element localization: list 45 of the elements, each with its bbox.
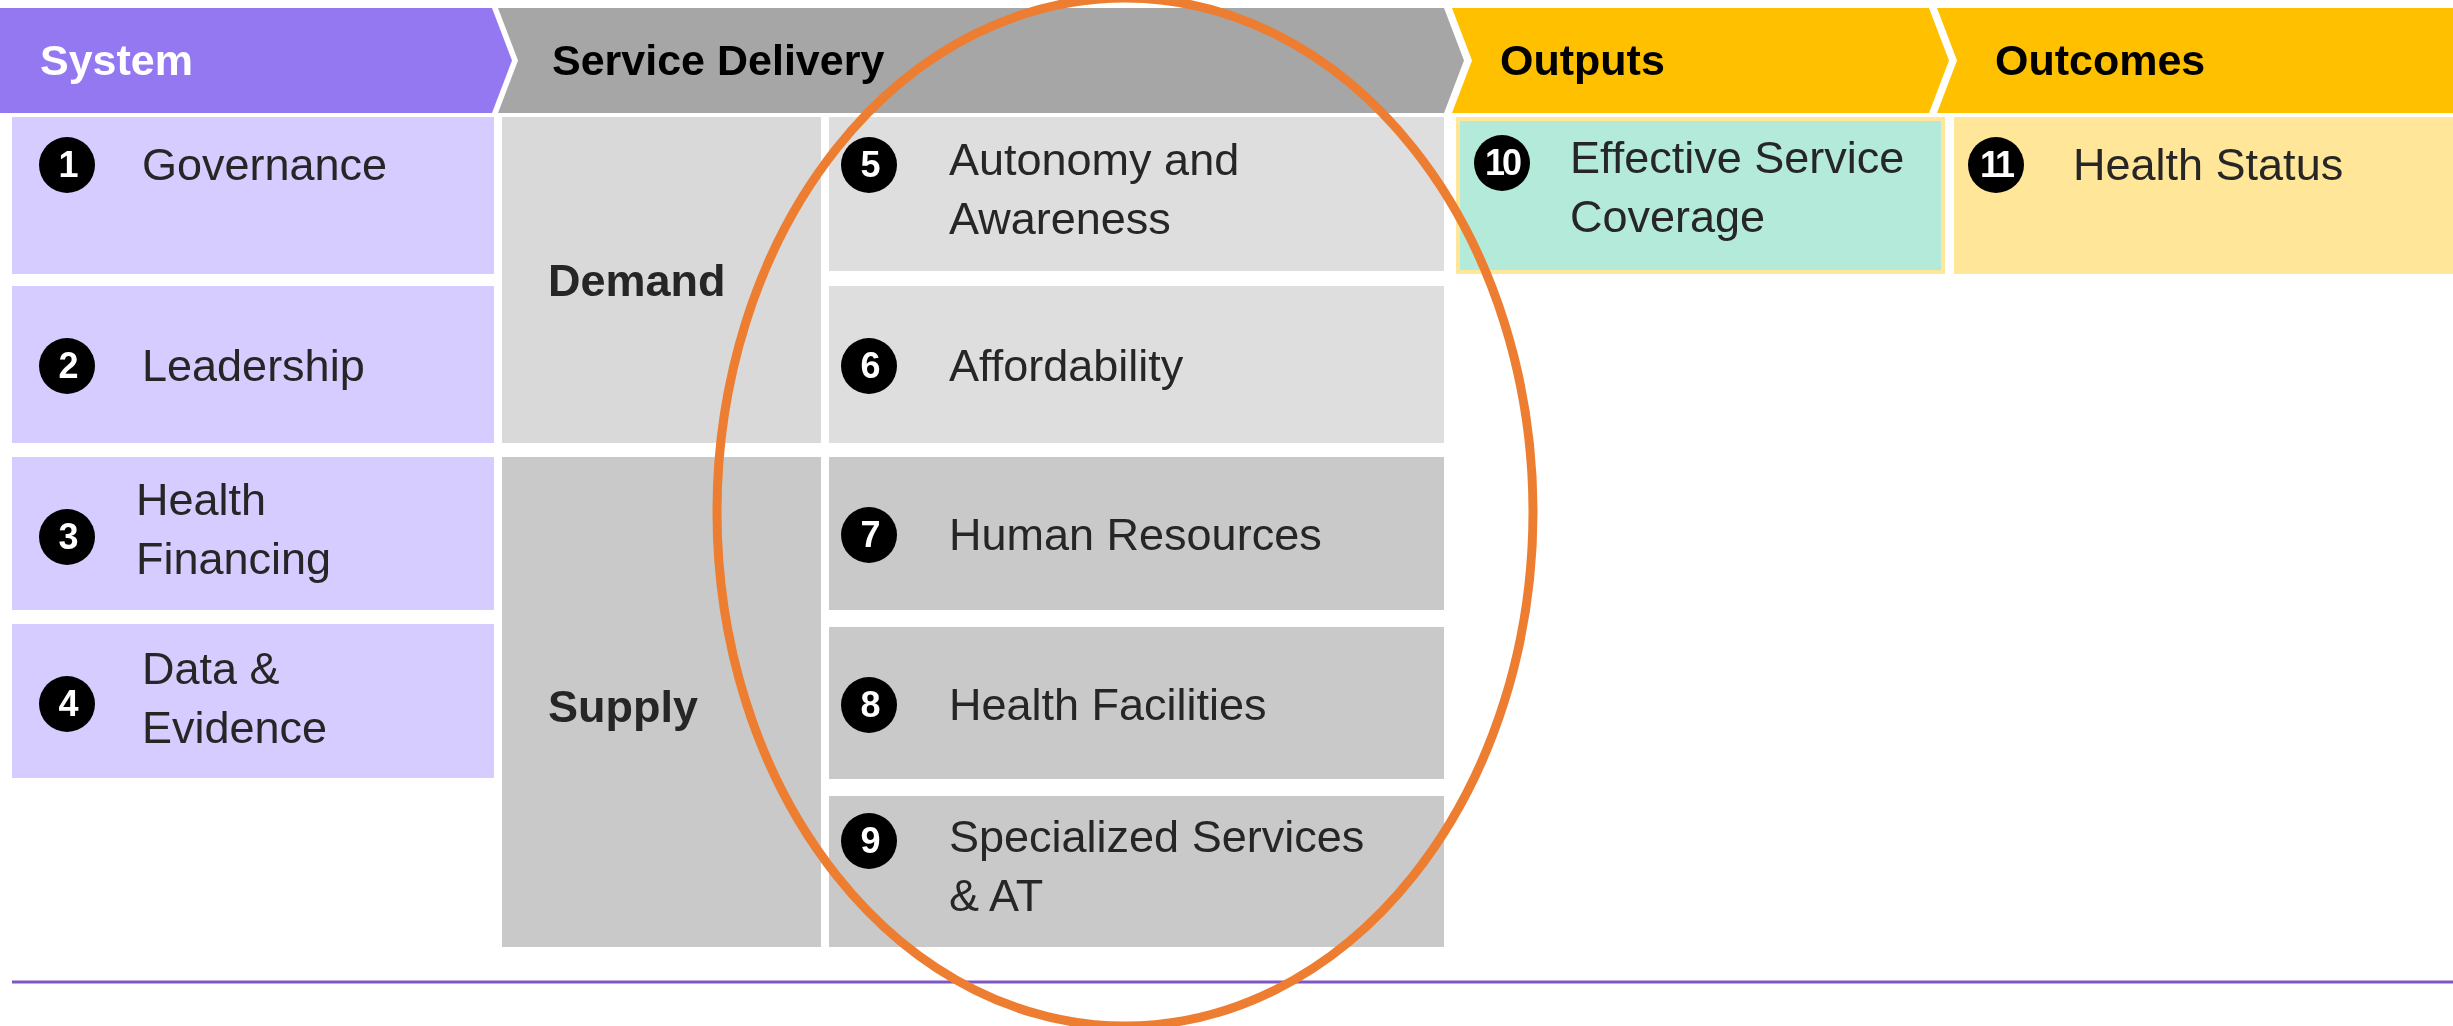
- category-box: [12, 624, 494, 778]
- box-label: Affordability: [949, 338, 1185, 393]
- box-label: Autonomy and Awareness: [949, 133, 1241, 246]
- header-band: [1937, 8, 2453, 113]
- number-badge: 4: [39, 676, 95, 732]
- category-box: [1954, 117, 2453, 274]
- box-label: Supply: [548, 679, 699, 734]
- header-band: [1452, 8, 1949, 113]
- header-label: Outputs: [1500, 38, 1665, 82]
- box-label: Health Financing: [136, 473, 333, 586]
- category-box: [12, 117, 494, 274]
- number-badge: 10: [1474, 135, 1530, 191]
- category-box: [829, 457, 1444, 610]
- category-box: [502, 117, 821, 443]
- number-badge: 1: [39, 137, 95, 193]
- number-badge: 3: [39, 509, 95, 565]
- category-box: [829, 627, 1444, 779]
- box-label: Demand: [548, 253, 727, 308]
- box-label: Leadership: [142, 338, 366, 393]
- number-badge: 2: [39, 338, 95, 394]
- number-badge: 5: [841, 137, 897, 193]
- box-label: Data & Evidence: [142, 642, 329, 755]
- category-box: [829, 117, 1444, 271]
- number-badge: 11: [1968, 137, 2024, 193]
- box-label: Health Facilities: [949, 677, 1268, 732]
- header-band: [0, 8, 512, 113]
- header-label: Outcomes: [1995, 38, 2206, 82]
- category-box: [12, 457, 494, 610]
- box-label: Governance: [142, 137, 389, 192]
- category-box: [829, 796, 1444, 947]
- number-badge: 8: [841, 677, 897, 733]
- category-box: [502, 457, 821, 947]
- box-label: Human Resources: [949, 507, 1323, 562]
- category-box: [12, 286, 494, 443]
- category-box: [829, 286, 1444, 443]
- number-badge: 9: [841, 813, 897, 869]
- box-label: Health Status: [2073, 137, 2345, 192]
- header-band: [498, 8, 1464, 113]
- box-label: Effective Service Coverage: [1570, 131, 1906, 244]
- box-label: Specialized Services & AT: [949, 810, 1366, 923]
- number-badge: 6: [841, 338, 897, 394]
- category-box: [1456, 117, 1945, 274]
- header-label: Service Delivery: [552, 38, 885, 82]
- header-label: System: [40, 38, 193, 82]
- number-badge: 7: [841, 507, 897, 563]
